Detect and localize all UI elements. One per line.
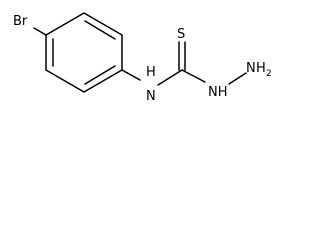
- benzene-ring: [45, 12, 123, 93]
- bromine-label: Br: [13, 14, 28, 29]
- ring-bond-1: [45, 12, 85, 36]
- hydrazine-nh2-h-label: H: [256, 61, 266, 76]
- bond-ring-to-br: [33, 27, 47, 36]
- ring-double-bond-2: [84, 65, 116, 85]
- ring-bond-2: [83, 12, 123, 36]
- ring-bond-5: [45, 69, 85, 93]
- ring-double-bond-1: [84, 20, 116, 40]
- amine-n-label: N: [146, 89, 156, 104]
- ring-bond-4: [83, 69, 123, 93]
- hydrazine-nh2-subscript: 2: [266, 69, 272, 79]
- bond-ring-to-nh: [121, 69, 141, 81]
- bond-carbon-to-hydrazine-nh: [181, 69, 206, 83]
- hydrazine-nh-label: NH: [208, 85, 228, 100]
- chemical-structure-diagram: Br H N S NH N H 2: [13, 12, 272, 104]
- bond-nh-to-carbon: [157, 69, 183, 86]
- amine-h-label: H: [146, 65, 156, 80]
- bond-nh-to-nh2: [228, 72, 247, 85]
- sulfur-label: S: [177, 27, 185, 42]
- hydrazine-nh2-n-label: N: [246, 61, 256, 76]
